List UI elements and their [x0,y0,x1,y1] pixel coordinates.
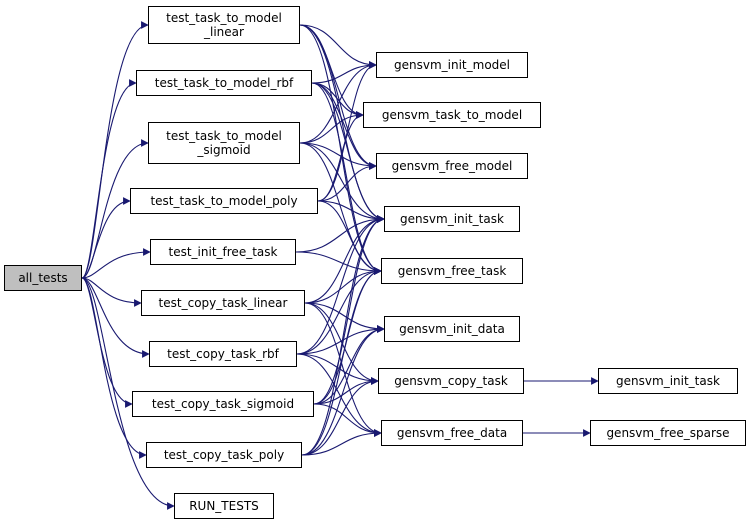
node-test-copy-task-linear[interactable]: test_copy_task_linear [141,290,305,316]
edge-test_task_to_model_poly-to-gensvm_free_task [317,200,382,275]
edge-test_copy_task_linear-to-gensvm_init_data [304,302,385,333]
node-gensvm-init-model[interactable]: gensvm_init_model [376,52,528,78]
edge-test_init_free_task-to-gensvm_init_task [295,215,385,253]
edge-test_copy_task_rbf-to-gensvm_free_data [296,353,382,437]
node-test-task-to-model-poly[interactable]: test_task_to_model_poly [130,188,318,214]
node-gensvm-init-data[interactable]: gensvm_init_data [384,316,520,342]
node-test-copy-task-rbf[interactable]: test_copy_task_rbf [149,341,297,367]
node-test-init-free-task[interactable]: test_init_free_task [150,239,296,265]
node-gensvm-task-to-model[interactable]: gensvm_task_to_model [363,102,541,128]
edge-test_task_to_model_sigmoid-to-gensvm_init_task [299,142,385,223]
edge-test_copy_task_poly-to-gensvm_free_task [301,267,382,456]
edge-test_init_free_task-to-gensvm_free_task [295,251,382,275]
edge-test_task_to_model_poly-to-gensvm_init_task [317,200,385,223]
edge-test_copy_task_sigmoid-to-gensvm_init_data [313,325,385,405]
node-gensvm-init-task-leaf[interactable]: gensvm_init_task [598,368,738,394]
edge-all_tests-to-test_init_free_task [81,248,151,279]
edge-all_tests-to-test_copy_task_linear [81,277,142,307]
edge-test_copy_task_poly-to-gensvm_init_task [301,215,385,456]
node-gensvm-init-task[interactable]: gensvm_init_task [384,206,520,232]
node-test-copy-task-poly[interactable]: test_copy_task_poly [146,442,302,468]
edge-test_copy_task_rbf-to-gensvm_init_task [296,215,385,355]
node-test-task-to-model-sigmoid[interactable]: test_task_to_model _sigmoid [148,122,300,164]
edge-test_copy_task_poly-to-gensvm_init_data [301,325,385,456]
edge-all_tests-to-test_copy_task_rbf [81,277,150,358]
node-test-copy-task-sigmoid[interactable]: test_copy_task_sigmoid [132,391,314,417]
edge-test_task_to_model_linear-to-gensvm_init_model [299,24,377,69]
edge-test_copy_task_poly-to-gensvm_copy_task [301,377,379,456]
edge-test_copy_task_sigmoid-to-gensvm_free_data [313,403,382,437]
node-gensvm-free-task[interactable]: gensvm_free_task [381,258,523,284]
edge-test_copy_task_rbf-to-gensvm_init_data [296,325,385,355]
edge-test_task_to_model_sigmoid-to-gensvm_free_model [299,142,377,170]
node-all-tests: all_tests [4,265,82,291]
edge-test_task_to_model_rbf-to-gensvm_init_model [311,61,377,84]
node-gensvm-free-sparse[interactable]: gensvm_free_sparse [590,420,746,446]
edge-test_task_to_model_sigmoid-to-gensvm_init_model [299,61,377,144]
node-gensvm-free-model[interactable]: gensvm_free_model [376,153,528,179]
edge-test_copy_task_linear-to-gensvm_free_data [304,302,382,437]
edge-all_tests-to-test_task_to_model_rbf [81,79,137,279]
edge-all_tests-to-RUN_TESTS [81,277,175,510]
node-gensvm-free-data[interactable]: gensvm_free_data [381,420,523,446]
edge-test_task_to_model_rbf-to-gensvm_init_task [311,82,385,223]
edge-all_tests-to-test_copy_task_poly [81,277,147,459]
node-test-task-to-model-rbf[interactable]: test_task_to_model_rbf [136,70,312,96]
edge-all_tests-to-test_task_to_model_poly [81,197,131,279]
edge-test_copy_task_sigmoid-to-gensvm_init_task [313,215,385,405]
node-test-task-to-model-linear[interactable]: test_task_to_model _linear [148,6,300,44]
edge-all_tests-to-test_copy_task_sigmoid [81,277,133,408]
edge-test_copy_task_poly-to-gensvm_free_data [301,429,382,456]
node-gensvm-copy-task[interactable]: gensvm_copy_task [378,368,524,394]
edge-test_copy_task_linear-to-gensvm_copy_task [304,302,379,385]
edge-test_task_to_model_poly-to-gensvm_free_model [317,162,377,202]
node-run-tests[interactable]: RUN_TESTS [174,493,274,519]
edge-test_task_to_model_poly-to-gensvm_task_to_model [317,111,364,202]
edge-test_copy_task_sigmoid-to-gensvm_copy_task [313,377,379,405]
edge-test_copy_task_linear-to-gensvm_free_task [304,267,382,304]
edge-test_task_to_model_sigmoid-to-gensvm_task_to_model [299,111,364,144]
edge-test_task_to_model_rbf-to-gensvm_free_task [311,82,382,275]
edge-test_copy_task_rbf-to-gensvm_free_task [296,267,382,355]
